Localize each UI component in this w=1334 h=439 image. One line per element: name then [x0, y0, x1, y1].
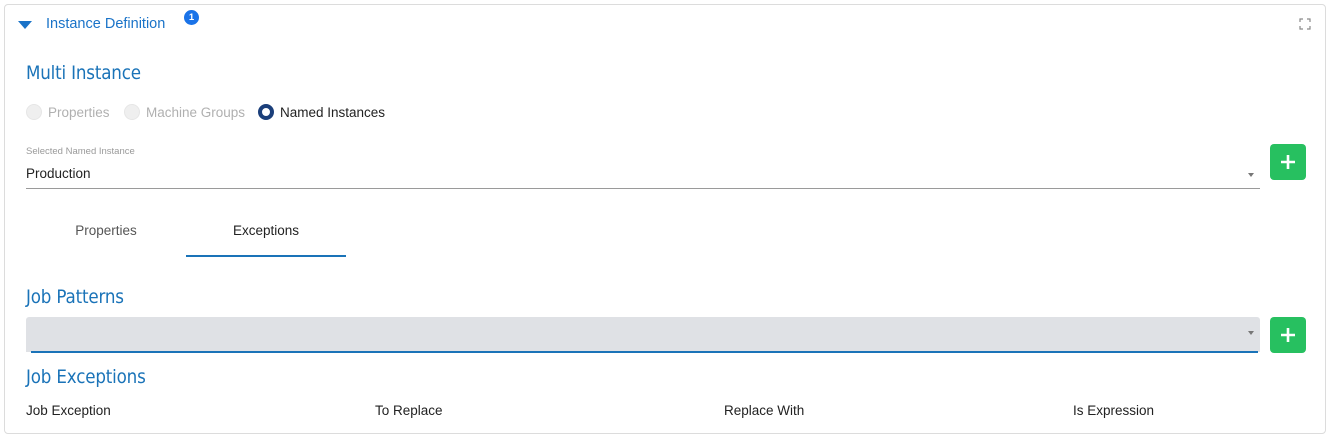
caret-down-icon[interactable]	[17, 19, 33, 31]
dropdown-arrow-icon	[1248, 331, 1254, 335]
job-pattern-select[interactable]	[26, 317, 1260, 353]
add-named-instance-button[interactable]	[1270, 144, 1306, 180]
radio-circle	[124, 104, 140, 120]
column-header-is-expression[interactable]: Is Expression	[1073, 403, 1155, 418]
column-header-job-exception[interactable]: Job Exception	[26, 403, 111, 418]
panel-title[interactable]: Instance Definition	[46, 16, 166, 32]
dropdown-arrow-icon	[1248, 173, 1254, 177]
tab-exceptions[interactable]: Exceptions	[186, 213, 346, 257]
radio-label: Machine Groups	[146, 104, 246, 120]
radio-label: Named Instances	[280, 104, 386, 120]
named-instance-select[interactable]: Production	[26, 163, 1260, 189]
select-value: Production	[26, 166, 91, 181]
add-job-pattern-button[interactable]	[1270, 317, 1306, 353]
multi-instance-title: Multi Instance	[26, 62, 141, 84]
column-header-replace-with[interactable]: Replace With	[724, 403, 805, 418]
job-exceptions-table-header: Job Exception To Replace Replace With Is…	[26, 403, 1326, 423]
radio-circle	[26, 104, 42, 120]
radio-circle-checked	[258, 104, 274, 120]
focus-underline	[31, 351, 1258, 353]
tab-properties[interactable]: Properties	[75, 223, 137, 238]
job-exceptions-title: Job Exceptions	[26, 366, 146, 388]
column-header-to-replace[interactable]: To Replace	[375, 403, 443, 418]
radio-label: Properties	[48, 104, 110, 120]
selected-named-instance-label: Selected Named Instance	[26, 146, 135, 157]
job-patterns-title: Job Patterns	[26, 286, 124, 308]
plus-icon	[1281, 155, 1295, 169]
radio-properties[interactable]: Properties	[26, 102, 110, 122]
plus-icon	[1281, 328, 1295, 342]
instance-definition-panel: Instance Definition 1 Multi Instance Pro…	[4, 4, 1326, 434]
radio-machine-groups[interactable]: Machine Groups	[124, 102, 245, 122]
count-badge: 1	[184, 10, 199, 25]
fullscreen-icon[interactable]	[1299, 18, 1311, 30]
radio-named-instances[interactable]: Named Instances	[258, 102, 385, 122]
panel-header: Instance Definition 1	[5, 5, 1325, 43]
